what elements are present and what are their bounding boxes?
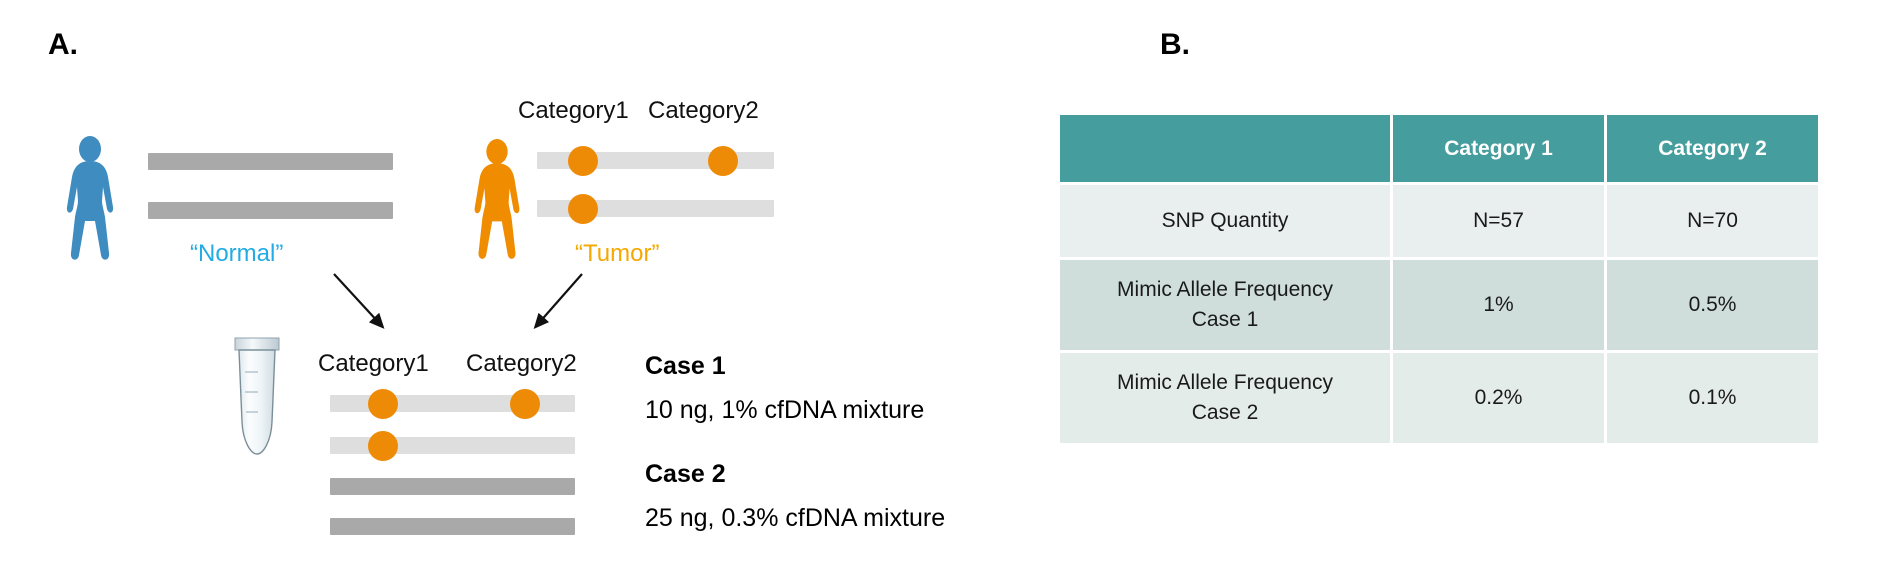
cell-maf-case-1-category-1: 1%	[1393, 260, 1604, 350]
case-1-title: Case 1	[645, 352, 726, 380]
normal-chromosome-bar-2	[148, 202, 393, 219]
row-label-maf-case-2-line1: Mimic Allele Frequency	[1117, 370, 1333, 394]
normal-to-mixture-arrow-icon	[330, 270, 400, 345]
mixture-normal-bar-1	[330, 478, 575, 495]
case-2-title: Case 2	[645, 460, 726, 488]
table-corner-cell	[1060, 115, 1390, 182]
cell-snp-quantity-category-2: N=70	[1607, 185, 1818, 257]
results-table-container: Category 1 Category 2 SNP Quantity N=57 …	[1057, 112, 1818, 446]
row-label-maf-case-2: Mimic Allele Frequency Case 2	[1060, 353, 1390, 443]
tumor-caption: “Tumor”	[575, 240, 660, 267]
table-row: Mimic Allele Frequency Case 2 0.2% 0.1%	[1060, 353, 1818, 443]
row-label-maf-case-1-line1: Mimic Allele Frequency	[1117, 277, 1333, 301]
mixture-category2-header: Category2	[466, 350, 577, 377]
panel-b-label: B.	[1160, 28, 1190, 61]
tumor-variant-dot-bar1-category2	[708, 146, 738, 176]
column-header-category-1: Category 1	[1393, 115, 1604, 182]
mimic-allele-frequency-table: Category 1 Category 2 SNP Quantity N=57 …	[1057, 112, 1821, 446]
case-2-description: 25 ng, 0.3% cfDNA mixture	[645, 504, 946, 532]
row-label-maf-case-2-line2: Case 2	[1191, 401, 1259, 424]
mixture-variant-dot-bar2-category1	[368, 431, 398, 461]
normal-chromosome-bar-1	[148, 153, 393, 170]
mixture-variant-dot-bar1-category2	[510, 389, 540, 419]
normal-caption: “Normal”	[190, 240, 284, 267]
cell-maf-case-2-category-1: 0.2%	[1393, 353, 1604, 443]
row-label-maf-case-1-line2: Case 1	[1191, 308, 1259, 331]
row-label-snp-quantity: SNP Quantity	[1060, 185, 1390, 257]
tumor-variant-dot-bar1-category1	[568, 146, 598, 176]
cfdna-tube-icon	[222, 330, 292, 465]
tumor-person-icon	[466, 137, 528, 265]
cell-maf-case-2-category-2: 0.1%	[1607, 353, 1818, 443]
tumor-category1-header: Category1	[518, 97, 629, 124]
row-label-maf-case-1: Mimic Allele Frequency Case 1	[1060, 260, 1390, 350]
mixture-category1-header: Category1	[318, 350, 429, 377]
normal-person-icon	[58, 135, 122, 265]
table-row: Mimic Allele Frequency Case 1 1% 0.5%	[1060, 260, 1818, 350]
column-header-category-2: Category 2	[1607, 115, 1818, 182]
cell-snp-quantity-category-1: N=57	[1393, 185, 1604, 257]
cell-maf-case-1-category-2: 0.5%	[1607, 260, 1818, 350]
tumor-category2-header: Category2	[648, 97, 759, 124]
tumor-to-mixture-arrow-icon	[530, 270, 600, 345]
table-header-row: Category 1 Category 2	[1060, 115, 1818, 182]
tumor-variant-dot-bar2-category1	[568, 194, 598, 224]
case-1-description: 10 ng, 1% cfDNA mixture	[645, 396, 925, 424]
panel-a-label: A.	[48, 28, 78, 61]
mixture-normal-bar-2	[330, 518, 575, 535]
mixture-tumor-bar-2	[330, 437, 575, 454]
table-row: SNP Quantity N=57 N=70	[1060, 185, 1818, 257]
mixture-variant-dot-bar1-category1	[368, 389, 398, 419]
